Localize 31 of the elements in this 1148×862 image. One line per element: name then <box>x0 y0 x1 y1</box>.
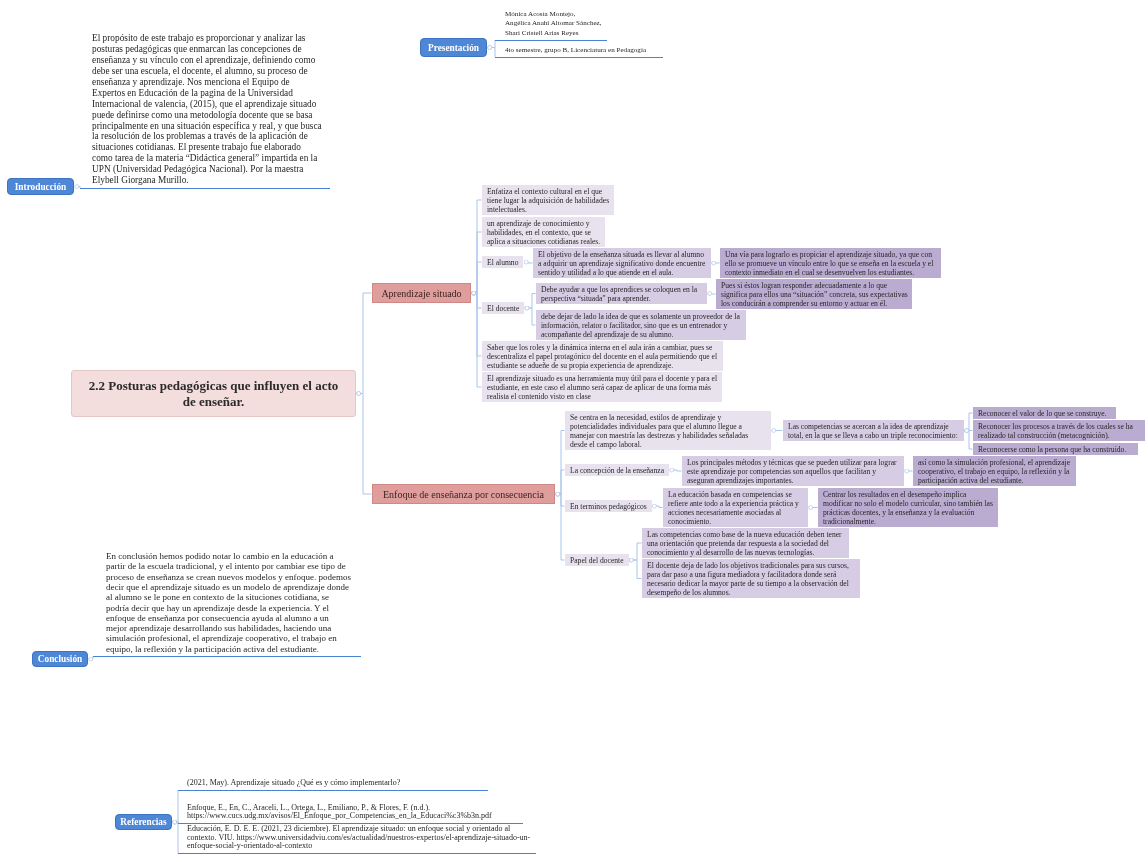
connector-line <box>172 819 179 854</box>
connector-line <box>487 45 496 58</box>
section-topic: Referencias <box>115 814 172 830</box>
section-topic: Presentación <box>420 38 487 57</box>
connector-line <box>523 259 533 265</box>
reference-entry: Enfoque, E., En, C., Araceli, L., Ortega, L., Emiliano, P., & Flores, F. (n.d.). https://www.cucs.udg.mx/avisos/El_Enfoque_por_Competencias_en_la_Educaci%c3%b3n.pdf <box>178 803 523 824</box>
connector-line <box>356 391 372 495</box>
connector-line <box>471 290 482 388</box>
connector-line <box>651 503 663 509</box>
connector-line <box>74 184 81 189</box>
author-list <box>495 10 607 41</box>
connector-line <box>669 467 682 473</box>
connector-line <box>88 655 94 662</box>
connector-line <box>771 428 783 433</box>
conclusion-paragraph: En conclusión hemos podido notar lo cambio en la educación a partir de la escuela tradicional, y el intento por cambiar ese tipo de proceso de enseñanza se crean nuevos modelos y enfoque. podemos decir que el aprendizaje situado es un modelo de aprendizaje donde al alumno se le pone en contexto de la situciones cotidiana, se podría decir que hay un aprendizaje desde la experiencia. Y el enfoque de enseñanza por consecuencia ayuda al alumno a un mejor aprendizaje desarrollando sus habilidades, haciendo una simulación profesional, el aprendizaje cooperativo, el trabajo en equipo, la reflexión y la participación activa del estudiante. <box>93 551 361 657</box>
section-topic: Conclusión <box>32 651 88 667</box>
connector-line <box>555 491 565 561</box>
main-branch-topic: Aprendizaje situado <box>372 283 471 303</box>
central-topic: 2.2 Posturas pedagógicas que influyen el acto de enseñar. <box>71 370 356 417</box>
connector-line <box>524 305 536 326</box>
reference-entry: Educación, E. D. E. E. (2021, 23 diciembre). El aprendizaje situado: un enfoque social y orientado al contexto. VIU. https://www.universidadviu.com/es/actualidad/nuestros-expertos/el-aprendizaje-situado-un-enfoque-social-y-orientado-al-contexto <box>178 825 536 854</box>
connector-line <box>628 557 642 579</box>
introduction-paragraph: El propósito de este trabajo es proporcionar y analizar las posturas pedagógicas que enmarcan las concepciones de enseñanza y su vínculo con el aprendizaje, definiendo como debe ser una escuela, el docente, el alumno, su proceso de enseñanza y aprendizaje. Nos menciona el Equipo de Expertos en Educación de la pagina de la Universidad Internacional de valencia, (2015), que el aprendizaje situado puede definirse como una metodología docente que se basa principalmente en una situación específica y real, y que busca la resolución de los problemas a través de la aplicación de situaciones cotidianas. El presente trabajo fue elaborado como tarea de la materia “Didáctica general” impartida en la UPN (Universidad Pedagógica Nacional). Por la maestra Elybell Giorgana Murillo. <box>80 33 330 189</box>
connector-line <box>711 260 720 266</box>
reference-entry: (2021, May). Aprendizaje situado ¿Qué es y cómo implementarlo? <box>178 779 488 791</box>
connector-line <box>808 505 818 510</box>
connector-line <box>964 428 973 450</box>
main-branch-topic: Enfoque de enseñanza por consecuencia <box>372 484 555 504</box>
section-topic: Introducción <box>7 178 74 195</box>
connector-line <box>904 468 913 474</box>
connector-line <box>707 291 716 296</box>
